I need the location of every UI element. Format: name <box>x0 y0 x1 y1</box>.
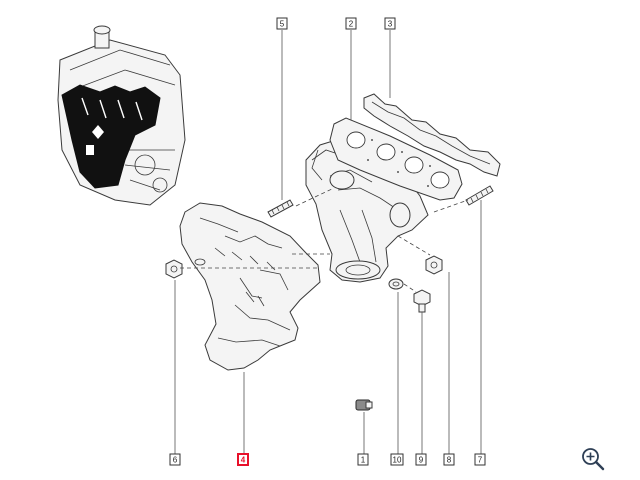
callout-label: 5 <box>280 20 285 29</box>
callout-6[interactable]: 6 <box>169 453 181 466</box>
gasket-part[interactable] <box>329 117 463 201</box>
callout-box <box>276 17 288 30</box>
nut-part-8[interactable] <box>425 255 443 275</box>
callout-label: 10 <box>393 456 402 465</box>
heat-shield-part[interactable] <box>179 202 321 371</box>
callout-8[interactable]: 8 <box>443 453 455 466</box>
callout-box <box>474 453 486 466</box>
callout-label: 1 <box>361 456 366 465</box>
stud-part-7[interactable] <box>465 185 494 206</box>
bolt-part-9[interactable] <box>413 289 431 313</box>
stud-part-5[interactable] <box>267 199 294 218</box>
callout-box <box>390 453 404 466</box>
callout-box <box>345 17 357 30</box>
callout-label: 9 <box>419 456 424 465</box>
callout-1[interactable]: 1 <box>357 453 369 466</box>
callout-3[interactable]: 3 <box>384 17 396 30</box>
callout-7[interactable]: 7 <box>474 453 486 466</box>
callout-box <box>357 453 369 466</box>
callout-label: 6 <box>173 456 178 465</box>
heat-strip-part[interactable] <box>363 93 501 177</box>
leader-lines <box>174 30 482 458</box>
callout-label: 7 <box>478 456 483 465</box>
callout-label: 2 <box>349 20 354 29</box>
callout-box <box>443 453 455 466</box>
callout-label: 4 <box>241 456 246 465</box>
callout-9[interactable]: 9 <box>415 453 427 466</box>
callout-label: 3 <box>388 20 393 29</box>
callout-4[interactable]: 4 <box>237 453 249 466</box>
washer-part-10[interactable] <box>388 278 404 290</box>
clip-part-1[interactable] <box>355 399 373 411</box>
engine-thumbnail <box>57 25 186 206</box>
callout-box <box>415 453 427 466</box>
callout-label: 8 <box>447 456 452 465</box>
zoom-in-icon[interactable] <box>580 446 606 472</box>
callouts: 1 2 3 4 5 6 7 8 9 10 <box>169 17 486 466</box>
callout-2[interactable]: 2 <box>345 17 357 30</box>
callout-10[interactable]: 10 <box>390 453 404 466</box>
callout-box <box>169 453 181 466</box>
callout-box <box>237 453 249 466</box>
assembly-lines <box>180 187 469 293</box>
callout-5[interactable]: 5 <box>276 17 288 30</box>
callout-box <box>384 17 396 30</box>
nut-part-6[interactable] <box>165 259 183 279</box>
